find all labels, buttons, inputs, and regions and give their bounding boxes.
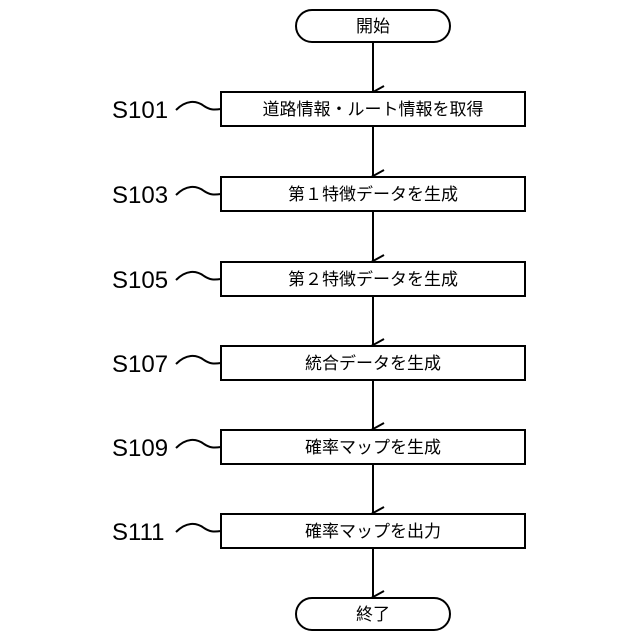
step-text-s103: 第１特徴データを生成 (288, 184, 458, 205)
step-id-s105: S105 (112, 267, 168, 294)
start-label: 開始 (356, 17, 390, 37)
step-text-s107: 統合データを生成 (305, 353, 441, 374)
step-leader-s101 (176, 102, 221, 110)
step-leader-s105 (176, 272, 221, 280)
step-id-s107: S107 (112, 351, 168, 378)
step-id-s111: S111 (112, 519, 165, 546)
step-id-s101: S101 (112, 97, 168, 124)
end-label: 終了 (356, 605, 390, 625)
step-leader-s109 (176, 440, 221, 448)
step-id-s103: S103 (112, 182, 168, 209)
step-text-s101: 道路情報・ルート情報を取得 (263, 100, 484, 120)
step-text-s109: 確率マップを生成 (305, 438, 441, 458)
step-text-s105: 第２特徴データを生成 (288, 269, 458, 290)
step-leader-s111 (176, 524, 221, 532)
step-leader-s107 (176, 356, 221, 364)
step-id-s109: S109 (112, 435, 168, 462)
step-leader-s103 (176, 187, 221, 195)
step-text-s111: 確率マップを出力 (305, 522, 441, 542)
